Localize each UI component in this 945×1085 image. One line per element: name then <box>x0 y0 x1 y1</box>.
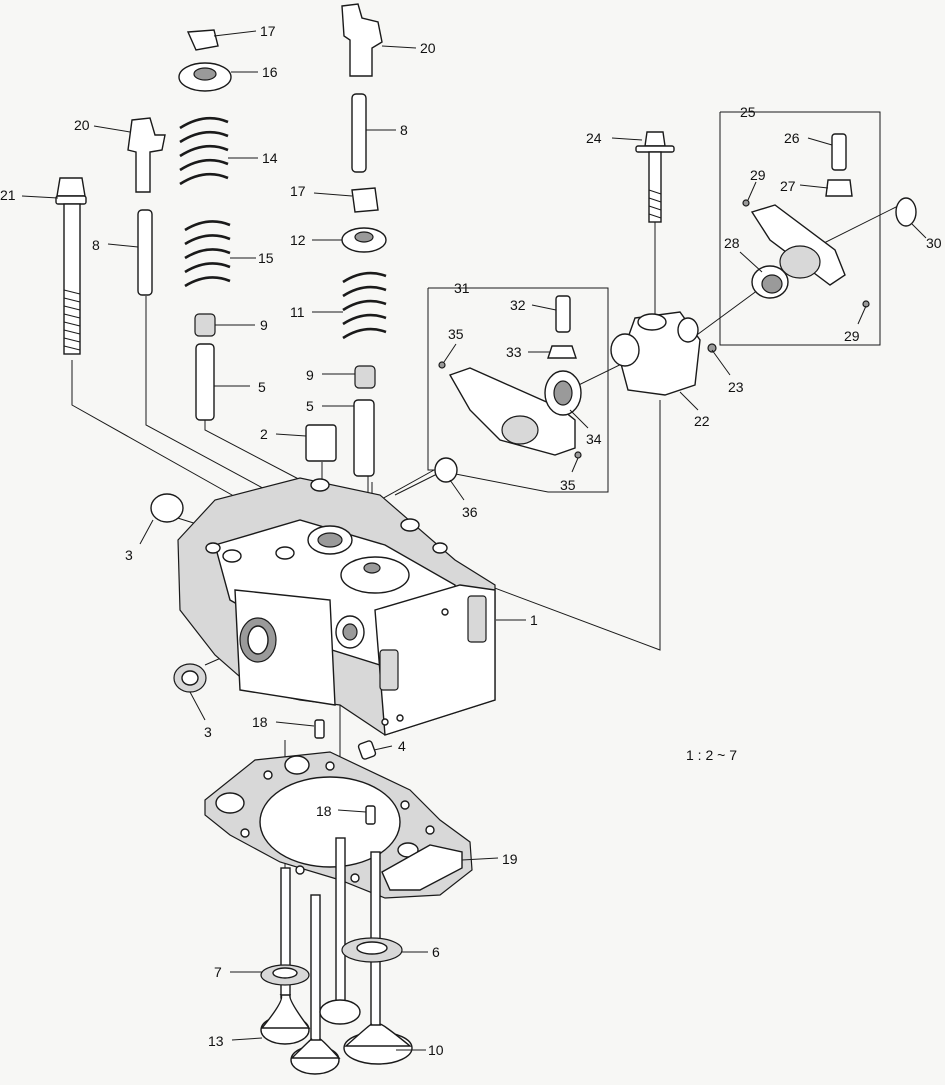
head-bolt <box>55 177 87 355</box>
callout-9a: 9 <box>260 317 268 333</box>
callout-12: 12 <box>290 232 306 248</box>
callout-1: 1 <box>530 612 538 628</box>
callout-32: 32 <box>510 297 526 313</box>
callout-8b: 8 <box>400 122 408 138</box>
callout-16: 16 <box>262 64 278 80</box>
small-parts <box>150 493 377 825</box>
callout-13: 13 <box>208 1033 224 1049</box>
callout-10: 10 <box>428 1042 444 1058</box>
callout-4: 4 <box>398 738 406 754</box>
callout-31: 31 <box>454 280 470 296</box>
callout-28: 28 <box>724 235 740 251</box>
callout-3a: 3 <box>125 547 133 563</box>
callout-23: 23 <box>728 379 744 395</box>
callout-2: 2 <box>260 426 268 442</box>
callout-14: 14 <box>262 150 278 166</box>
cylinder-head <box>177 477 496 736</box>
callout-20b: 20 <box>420 40 436 56</box>
callout-30: 30 <box>926 235 942 251</box>
callout-35a: 35 <box>448 326 464 342</box>
callout-21: 21 <box>0 187 16 203</box>
scale-note: 1 : 2 ~ 7 <box>686 747 737 763</box>
callout-27: 27 <box>780 178 796 194</box>
callouts: 1 2 3 3 4 5 5 6 7 8 8 9 9 10 11 12 13 <box>0 23 942 1058</box>
callout-34: 34 <box>586 431 602 447</box>
callout-5b: 5 <box>306 398 314 414</box>
rocker-bracket <box>610 131 717 396</box>
callout-25: 25 <box>740 104 756 120</box>
callout-11: 11 <box>290 304 305 320</box>
callout-17a: 17 <box>260 23 276 39</box>
callout-5a: 5 <box>258 379 266 395</box>
callout-35b: 35 <box>560 477 576 493</box>
left-valve-train <box>127 29 337 462</box>
valves <box>260 837 413 1075</box>
callout-29a: 29 <box>750 167 766 183</box>
callout-18b: 18 <box>316 803 332 819</box>
callout-26: 26 <box>784 130 800 146</box>
callout-8a: 8 <box>92 237 100 253</box>
callout-36: 36 <box>462 504 478 520</box>
head-gasket <box>204 751 473 899</box>
rocker-assembly-25 <box>719 111 917 346</box>
callout-9b: 9 <box>306 367 314 383</box>
callout-33: 33 <box>506 344 522 360</box>
callout-19: 19 <box>502 851 518 867</box>
callout-24: 24 <box>586 130 602 146</box>
rocker-assembly-31 <box>427 287 609 493</box>
center-valve-train <box>341 3 387 477</box>
callout-3b: 3 <box>204 724 212 740</box>
callout-7: 7 <box>214 964 222 980</box>
callout-22: 22 <box>694 413 710 429</box>
callout-20a: 20 <box>74 117 90 133</box>
callout-17b: 17 <box>290 183 306 199</box>
callout-18a: 18 <box>252 714 268 730</box>
callout-29b: 29 <box>844 328 860 344</box>
callout-6: 6 <box>432 944 440 960</box>
callout-15: 15 <box>258 250 274 266</box>
